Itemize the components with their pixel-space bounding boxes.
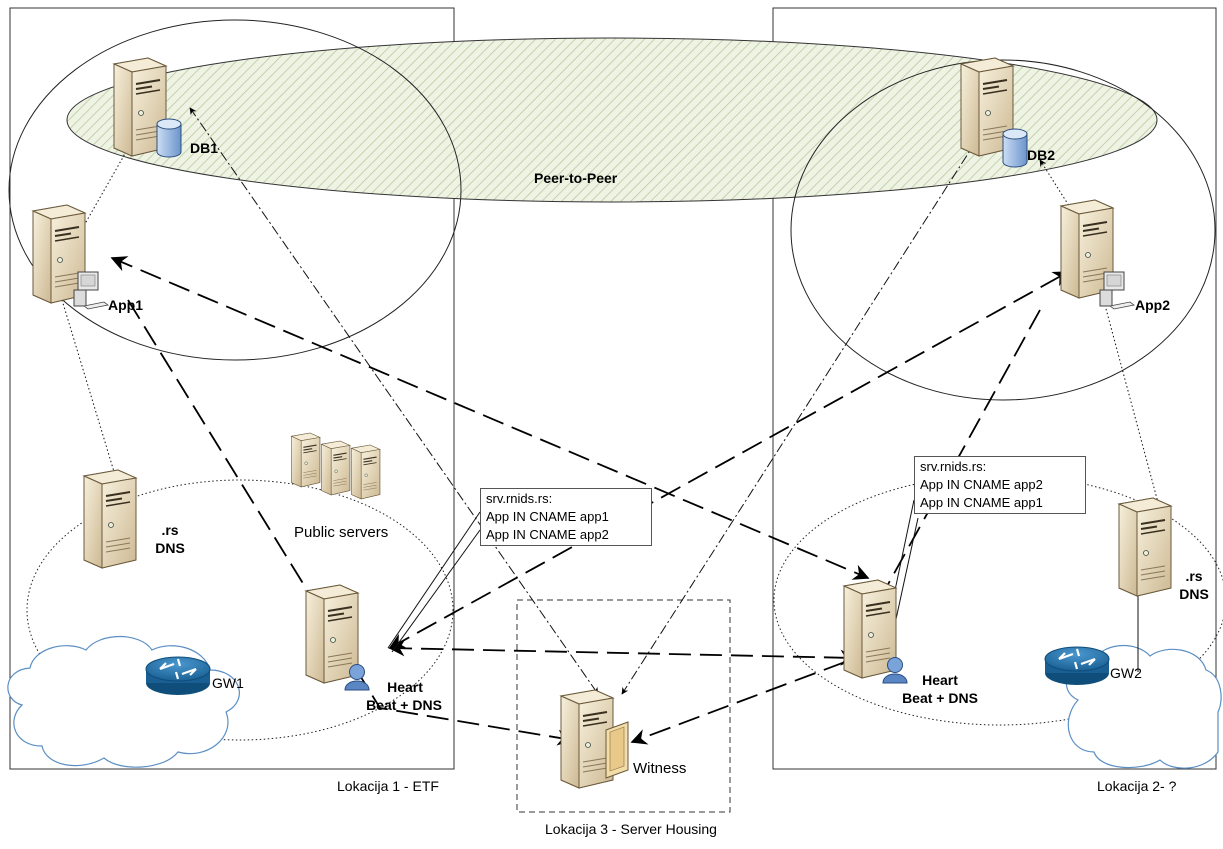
rs-dns-right-label-1: .rs — [1185, 568, 1203, 584]
dns-note-left: srv.rnids.rs: App IN CNAME app1 App IN C… — [480, 488, 652, 546]
gw2-label: GW2 — [1110, 665, 1142, 681]
db1-database-icon — [156, 118, 182, 158]
witness-server-icon — [560, 689, 614, 789]
witness-label: Witness — [633, 760, 687, 777]
dns-note-right-line2: App IN CNAME app1 — [920, 495, 1043, 510]
dns-note-right-line1: App IN CNAME app2 — [920, 477, 1043, 492]
heartbeat-left-label-1: Heart — [387, 679, 423, 695]
peer-to-peer-label: Peer-to-Peer — [534, 170, 618, 186]
heartbeat-left-label-2: Beat + DNS — [366, 697, 442, 713]
arrow-hb1-hb2 — [388, 640, 857, 666]
app1-pc-icon — [73, 271, 109, 310]
rs-dns-left-label-1: .rs — [161, 522, 179, 538]
rs-dns-right-server-icon — [1118, 497, 1172, 597]
gw1-label: GW1 — [212, 675, 244, 691]
arrow-hb1-app2 — [388, 271, 1070, 649]
db1-label: DB1 — [190, 140, 219, 156]
rs-dns-left-label-2: DNS — [155, 540, 185, 556]
dns-note-left-line2: App IN CNAME app2 — [486, 527, 609, 542]
location-3-label: Lokacija 3 - Server Housing — [545, 821, 717, 837]
heartbeat-right-label-2: Beat + DNS — [902, 690, 978, 706]
public-server-1-icon — [290, 432, 321, 488]
lan-right-ellipse — [773, 474, 1223, 726]
location-1-label: Lokacija 1 - ETF — [337, 778, 439, 794]
dns-note-right-title: srv.rnids.rs: — [920, 459, 987, 474]
app2-pc-icon — [1099, 271, 1135, 310]
link-app1-rsdns — [61, 299, 116, 476]
witness-folder-icon — [605, 721, 629, 779]
dotted-links — [61, 299, 1161, 511]
db2-database-icon — [1002, 128, 1028, 168]
app1-label: App1 — [108, 297, 143, 313]
location-2-label: Lokacija 2- ? — [1097, 778, 1177, 794]
rs-dns-right-label-2: DNS — [1179, 586, 1209, 602]
dns-note-right: srv.rnids.rs: App IN CNAME app2 App IN C… — [914, 456, 1086, 514]
dns-note-left-line1: App IN CNAME app1 — [486, 509, 609, 524]
app2-label: App2 — [1135, 297, 1170, 313]
public-server-2-icon — [320, 440, 351, 496]
dns-note-left-title: srv.rnids.rs: — [486, 491, 553, 506]
gw1-router-icon — [144, 655, 212, 697]
arrow-app2-witness — [630, 309, 1041, 745]
location-3-box — [516, 599, 731, 813]
heartbeat-right-label-1: Heart — [922, 672, 958, 688]
rs-dns-left-server-icon — [83, 469, 137, 569]
gw2-router-icon — [1043, 645, 1111, 687]
public-servers-label: Public servers — [294, 524, 389, 541]
public-server-3-icon — [350, 444, 381, 500]
cloud-left — [7, 635, 240, 768]
callout-left-lines — [387, 511, 481, 653]
arrow-app1-witness — [127, 299, 574, 746]
app1-server-icon — [32, 204, 86, 304]
link-app2-rsdns — [1104, 304, 1161, 511]
db2-label: DB2 — [1027, 147, 1056, 163]
